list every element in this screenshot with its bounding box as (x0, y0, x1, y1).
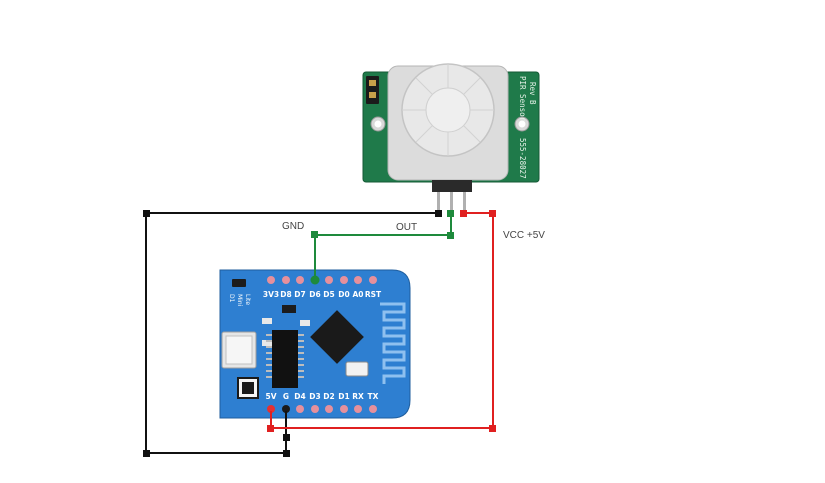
pin-label-g: G (283, 392, 289, 401)
pin-label-d7: D7 (294, 290, 305, 299)
vcc-label: VCC +5V (503, 230, 545, 241)
gnd-label: GND (282, 221, 304, 232)
reset-button[interactable] (232, 279, 246, 287)
pin-label-a0: A0 (352, 290, 363, 299)
board-pcb (219, 269, 411, 419)
out-wire[interactable] (314, 213, 452, 282)
d1-mini-board: D1 Mini Lite (219, 269, 411, 419)
bottom-pin-header (267, 405, 377, 413)
crystal (345, 361, 369, 377)
pin-label-d6: D6 (309, 290, 320, 299)
button-label-1: D1 (228, 294, 235, 303)
esp8266-chip (310, 310, 364, 364)
button-label-3: Lite (244, 294, 251, 305)
pin-label-d3: D3 (309, 392, 320, 401)
out-label: OUT (396, 222, 417, 233)
pin-label-5v: 5V (265, 392, 276, 401)
top-pin-labels: 3V3 D8 D7 D6 D5 D0 A0 RST (263, 290, 382, 299)
pin-label-tx: TX (368, 392, 379, 401)
pin-label-d4: D4 (294, 392, 305, 401)
pin-label-d8: D8 (280, 290, 291, 299)
pir-label-partno: 555-28027 (518, 138, 527, 179)
pir-label-name: PIR Sensor (518, 76, 527, 122)
button-label-2: Mini (236, 294, 243, 307)
pin-label-d0: D0 (338, 290, 349, 299)
pcb-antenna (380, 302, 406, 384)
pin-label-3v3: 3V3 (263, 290, 279, 299)
pin-label-d2: D2 (323, 392, 334, 401)
pin-label-rst: RST (365, 290, 382, 299)
pir-header (432, 180, 472, 192)
pin-label-d1: D1 (338, 392, 349, 401)
pir-sensor-module: PIR Sensor Rev B 555-28027 (362, 63, 540, 214)
top-pin-header (267, 276, 377, 284)
usb-serial-chip (272, 330, 298, 388)
bottom-pin-labels: 5V G D4 D3 D2 D1 RX TX (265, 392, 378, 401)
pir-label-rev: Rev B (528, 82, 537, 105)
pin-label-rx: RX (352, 392, 364, 401)
pin-label-d5: D5 (323, 290, 334, 299)
